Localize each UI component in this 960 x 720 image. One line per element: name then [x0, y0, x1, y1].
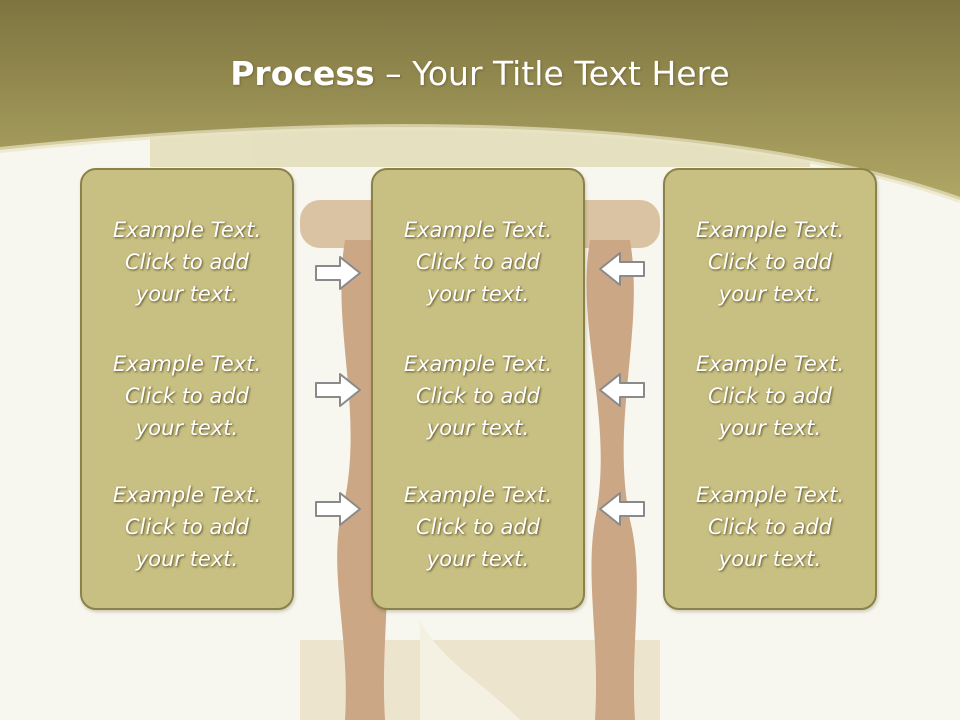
process-box-right[interactable]: Example Text. Click to add your text. Ex… [663, 168, 877, 610]
text-line: Example Text. [403, 483, 553, 507]
text-item[interactable]: Example Text. Click to add your text. [665, 214, 875, 310]
right-arrow-icon [315, 492, 361, 526]
text-item[interactable]: Example Text. Click to add your text. [373, 214, 583, 310]
text-item[interactable]: Example Text. Click to add your text. [373, 479, 583, 575]
text-line: Click to add [707, 384, 832, 408]
text-item[interactable]: Example Text. Click to add your text. [665, 348, 875, 444]
text-line: Click to add [415, 384, 540, 408]
text-line: Click to add [415, 250, 540, 274]
text-item[interactable]: Example Text. Click to add your text. [82, 348, 292, 444]
text-line: Example Text. [695, 218, 845, 242]
text-line: Example Text. [112, 218, 262, 242]
right-arrow-icon [315, 256, 361, 290]
text-item[interactable]: Example Text. Click to add your text. [665, 479, 875, 575]
left-arrow-icon [599, 252, 645, 286]
text-line: Example Text. [112, 483, 262, 507]
text-line: Click to add [707, 515, 832, 539]
text-line: Example Text. [403, 352, 553, 376]
text-line: your text. [718, 547, 822, 571]
slide-title[interactable]: Process – Your Title Text Here [0, 52, 960, 96]
process-box-center[interactable]: Example Text. Click to add your text. Ex… [371, 168, 585, 610]
text-line: Click to add [707, 250, 832, 274]
text-line: your text. [426, 416, 530, 440]
text-line: your text. [718, 416, 822, 440]
text-line: Click to add [124, 515, 249, 539]
text-line: Example Text. [695, 483, 845, 507]
title-rest: – Your Title Text Here [374, 54, 730, 93]
text-line: Example Text. [695, 352, 845, 376]
title-bold: Process [230, 54, 375, 93]
process-box-left[interactable]: Example Text. Click to add your text. Ex… [80, 168, 294, 610]
left-arrow-icon [599, 373, 645, 407]
text-line: Example Text. [112, 352, 262, 376]
right-arrow-icon [315, 373, 361, 407]
text-item[interactable]: Example Text. Click to add your text. [82, 214, 292, 310]
text-line: Click to add [415, 515, 540, 539]
text-line: Click to add [124, 384, 249, 408]
text-line: your text. [135, 416, 239, 440]
left-arrow-icon [599, 492, 645, 526]
text-line: your text. [426, 547, 530, 571]
text-line: your text. [718, 282, 822, 306]
text-item[interactable]: Example Text. Click to add your text. [373, 348, 583, 444]
text-line: Example Text. [403, 218, 553, 242]
text-line: your text. [426, 282, 530, 306]
text-line: Click to add [124, 250, 249, 274]
text-item[interactable]: Example Text. Click to add your text. [82, 479, 292, 575]
text-line: your text. [135, 282, 239, 306]
text-line: your text. [135, 547, 239, 571]
